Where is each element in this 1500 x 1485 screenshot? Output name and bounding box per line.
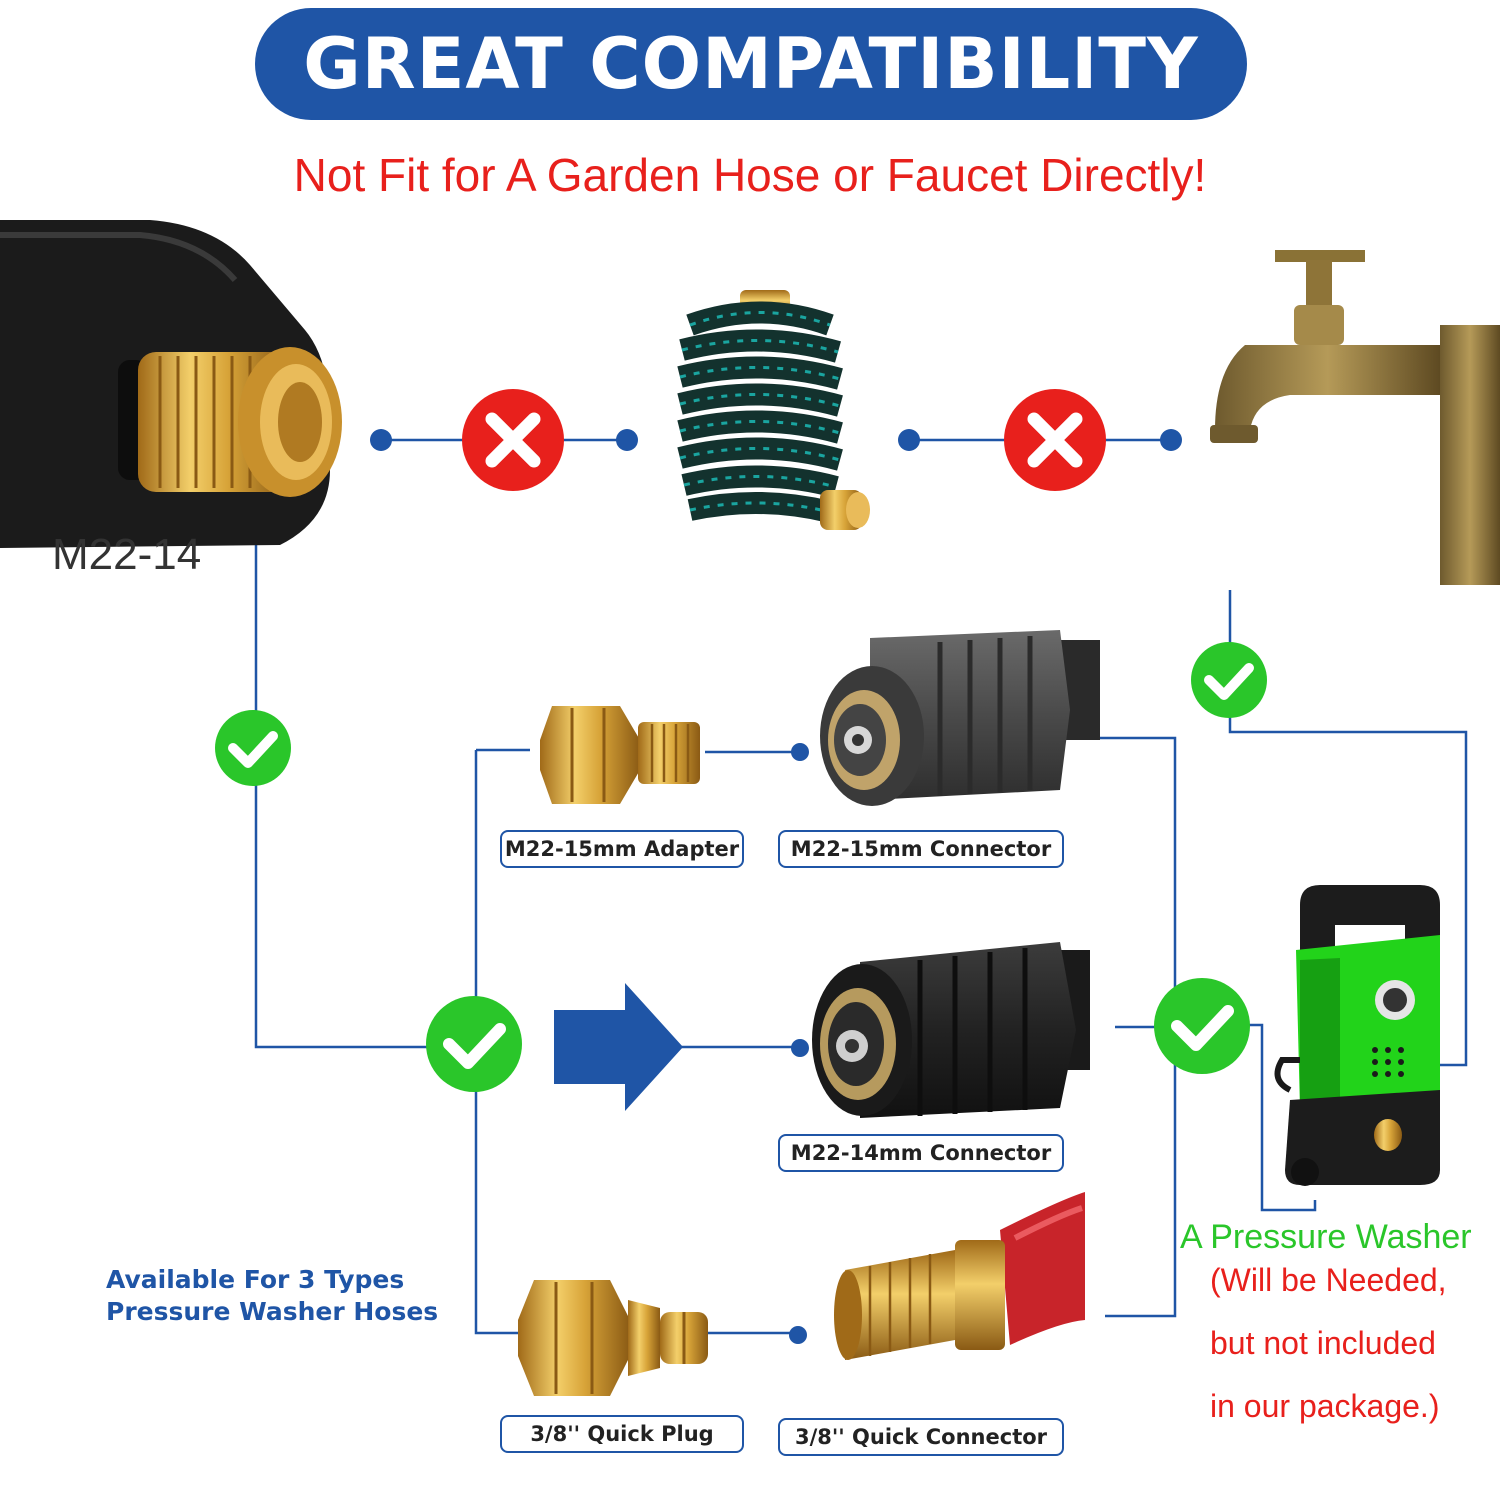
check-icon (1154, 978, 1250, 1074)
faucet-image (1210, 250, 1500, 585)
cross-icon (462, 389, 564, 491)
adapter-15mm-label: M22-15mm Adapter (500, 830, 744, 868)
arrow-right-icon (554, 983, 683, 1111)
pressure-washer-image (1274, 885, 1440, 1186)
cross-icon (1004, 389, 1106, 491)
quick-connector-image (834, 1192, 1085, 1360)
connection-dots (370, 429, 1182, 1344)
title-banner: GREAT COMPATIBILITY (255, 8, 1247, 120)
machine-port-image (0, 220, 342, 548)
quick-plug-image (518, 1280, 708, 1396)
pressure-washer-note-line3: in our package.) (1210, 1388, 1440, 1424)
pressure-washer-title: A Pressure Washer (1180, 1218, 1472, 1256)
check-icon (426, 996, 522, 1092)
adapter-15mm-image (540, 706, 700, 804)
connector-15mm-image (820, 630, 1100, 806)
pressure-washer-note-line1: (Will be Needed, (1210, 1262, 1447, 1298)
warning-text: Not Fit for A Garden Hose or Faucet Dire… (293, 149, 1207, 201)
page-title: GREAT COMPATIBILITY (303, 23, 1199, 105)
check-icon (215, 710, 291, 786)
connector-14mm-label: M22-14mm Connector (778, 1134, 1064, 1172)
connector-14mm-image (812, 942, 1090, 1118)
hoses-note: Available For 3 Types Pressure Washer Ho… (106, 1264, 466, 1328)
check-icon (1191, 642, 1267, 718)
connection-lines (254, 438, 1468, 1335)
hoses-note-line1: Available For 3 Types (106, 1265, 405, 1294)
hoses-note-line2: Pressure Washer Hoses (106, 1297, 439, 1326)
port-thread-label: M22-14 (52, 530, 202, 579)
quick-connector-label: 3/8'' Quick Connector (778, 1418, 1064, 1456)
garden-hose-image (677, 290, 870, 530)
pressure-washer-note-line2: but not included (1210, 1325, 1436, 1361)
quick-plug-label: 3/8'' Quick Plug (500, 1415, 744, 1453)
connector-15mm-label: M22-15mm Connector (778, 830, 1064, 868)
